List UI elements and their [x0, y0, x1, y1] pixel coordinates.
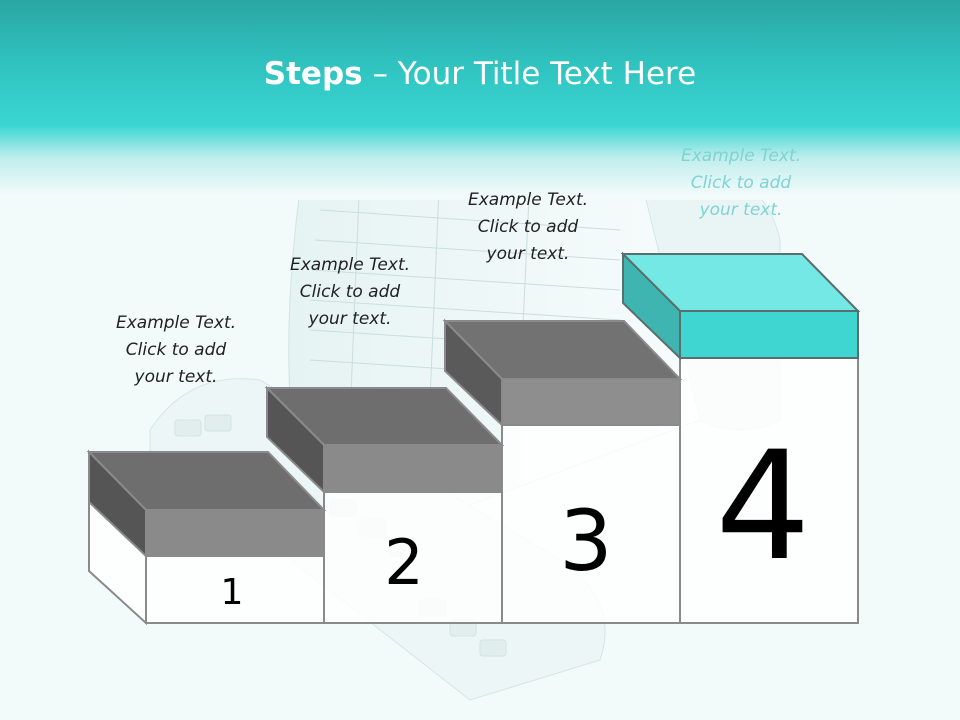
step-2-block-front: [323, 444, 503, 493]
step-3-block-front: [501, 378, 681, 426]
step-3-block[interactable]: [442, 318, 683, 428]
step-4-block-front: [679, 310, 859, 359]
step-4-caption[interactable]: Example Text. Click to add your text.: [680, 146, 802, 220]
step-4-front: [679, 357, 859, 624]
title-bar: [0, 0, 960, 200]
step-1-block[interactable]: [86, 449, 327, 559]
title-bold-part: Steps: [263, 56, 363, 92]
step-2-block[interactable]: [264, 385, 505, 495]
step-1-block-front: [145, 509, 325, 557]
title-rest-part: – Your Title Text Here: [362, 56, 697, 92]
step-4-block[interactable]: [620, 251, 861, 361]
slide-title[interactable]: Steps – Your Title Text Here: [0, 56, 960, 92]
step-4-number: 4: [715, 420, 810, 594]
step-1-front: [145, 555, 325, 624]
step-2-number: 2: [384, 526, 423, 599]
step-3-caption[interactable]: Example Text. Click to add your text.: [467, 190, 589, 264]
step-2-caption[interactable]: Example Text. Click to add your text.: [289, 255, 411, 329]
step-1-caption[interactable]: Example Text. Click to add your text.: [115, 313, 237, 387]
step-3-number: 3: [559, 492, 612, 590]
step-1-number: 1: [221, 572, 244, 613]
